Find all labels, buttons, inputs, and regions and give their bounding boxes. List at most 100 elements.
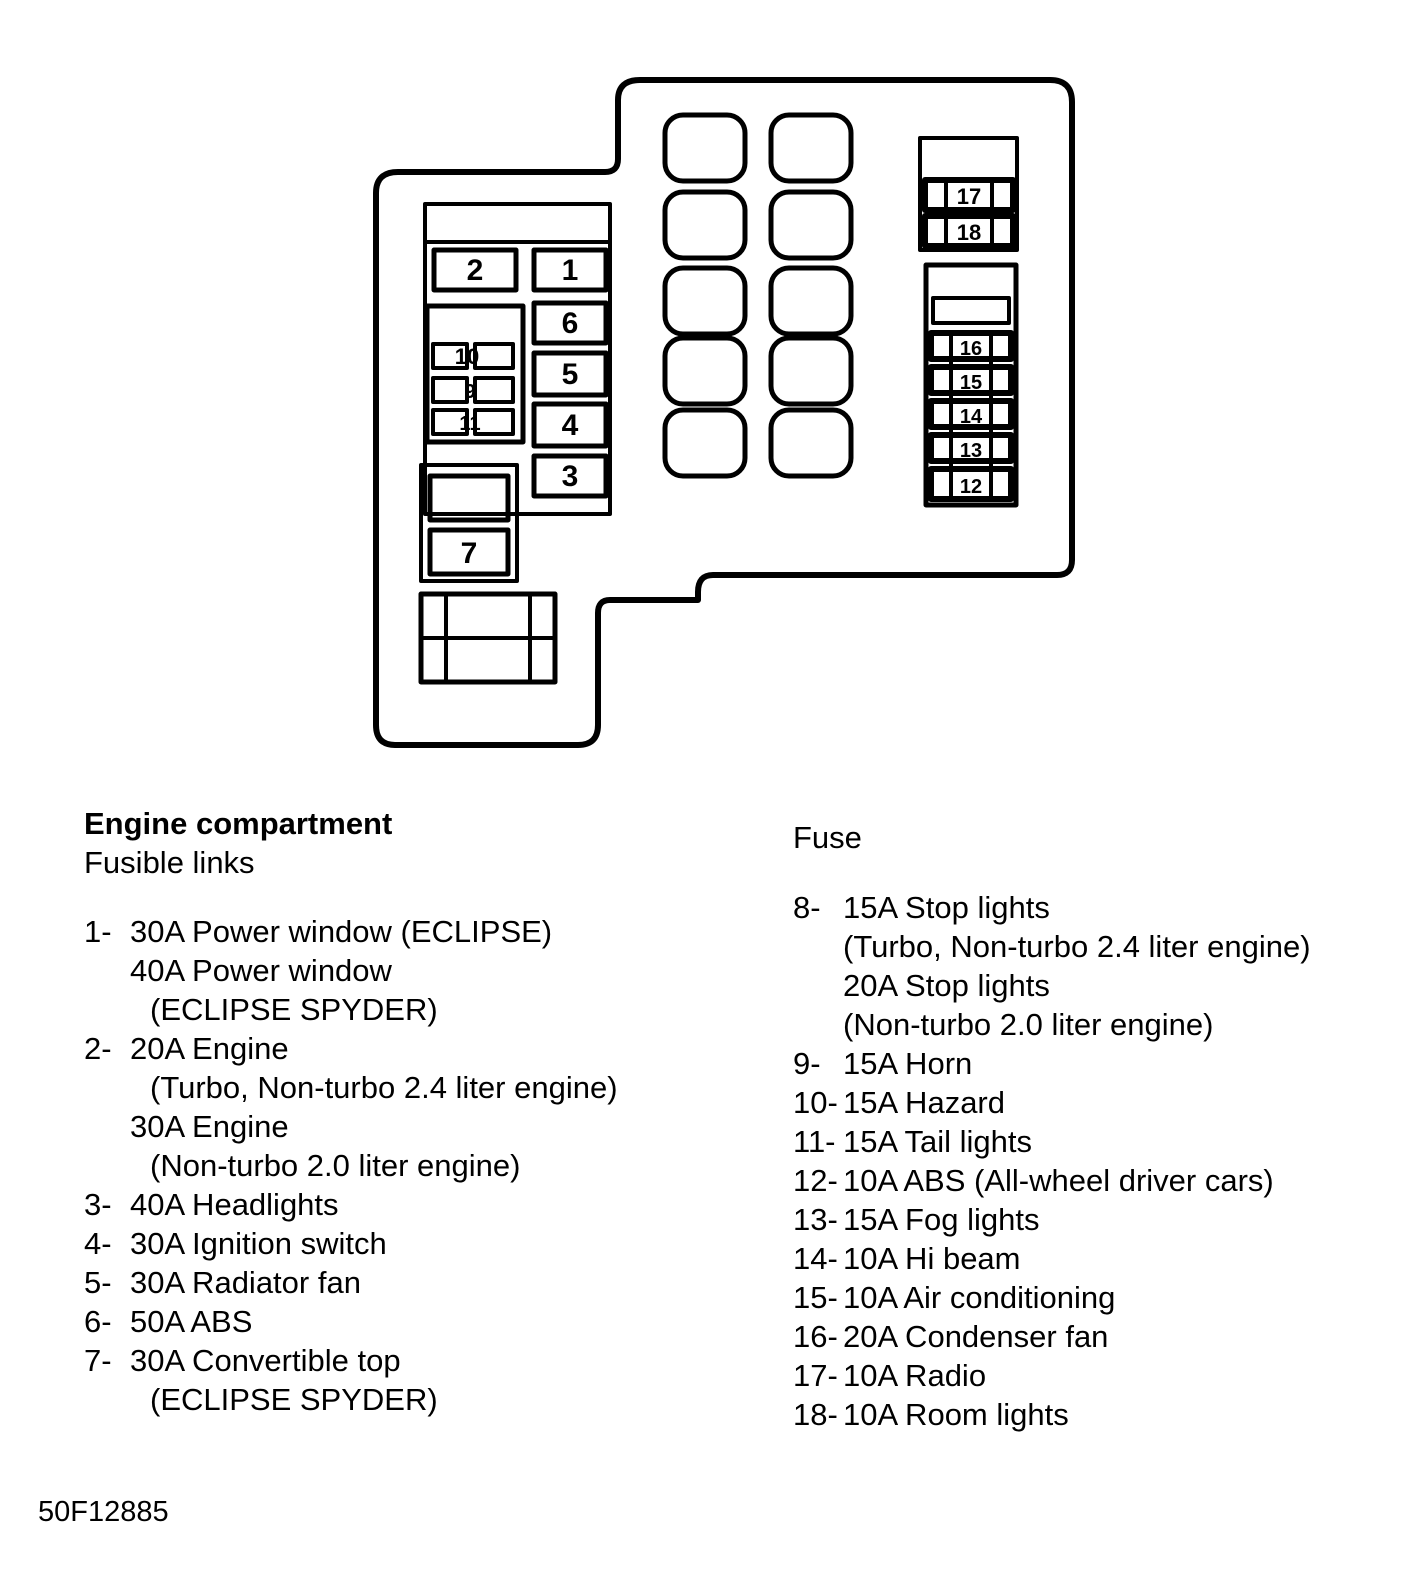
item-line: 20A Engine xyxy=(130,1031,289,1066)
fuse-slot-11 xyxy=(431,408,469,436)
fuse-row-12 xyxy=(928,466,1014,502)
fusible-link-1 xyxy=(531,247,609,293)
item-number: 16- xyxy=(793,1319,838,1354)
item-line: 10A ABS (All-wheel driver cars) xyxy=(843,1163,1274,1198)
fuse-row-15 xyxy=(928,364,1014,396)
fuse-block-lower xyxy=(923,262,1019,508)
item-line: (Non-turbo 2.0 liter engine) xyxy=(150,1148,521,1183)
item-number: 9- xyxy=(793,1046,821,1081)
item-line: 20A Stop lights xyxy=(843,968,1050,1003)
fusible-link-6 xyxy=(531,300,609,346)
item-line: 10A Room lights xyxy=(843,1397,1069,1432)
fuse-label-11: 11 xyxy=(459,413,480,435)
relay-socket xyxy=(662,407,748,479)
item-line: 15A Horn xyxy=(843,1046,973,1081)
relay-socket xyxy=(662,189,748,261)
item-line: 50A ABS xyxy=(130,1304,253,1339)
fuse-box-diagram: 2 1 6 5 4 3 7 10 9 11 17 18 16 15 14 13 … xyxy=(373,77,1075,748)
fuse-label-16: 16 xyxy=(960,338,982,360)
fuse-slot-9b xyxy=(473,376,515,404)
item-number: 7- xyxy=(84,1343,112,1378)
item-line: 10A Radio xyxy=(843,1358,987,1393)
fuse-row-13 xyxy=(928,432,1014,464)
fuse-block-lower-header xyxy=(931,296,1011,325)
item-line: 30A Ignition switch xyxy=(130,1226,387,1261)
item-number: 6- xyxy=(84,1304,112,1339)
fuse-label-12: 12 xyxy=(960,476,982,498)
item-number: 8- xyxy=(793,890,821,925)
fusible-link-3 xyxy=(531,453,609,499)
fuse-label-13: 13 xyxy=(960,440,982,462)
item-number: 13- xyxy=(793,1202,838,1237)
fusible-link-5 xyxy=(531,350,609,398)
relay-socket xyxy=(662,335,748,407)
item-line: (ECLIPSE SPYDER) xyxy=(150,992,438,1027)
lower-link-block xyxy=(419,463,519,583)
fuse-slot-9 xyxy=(431,376,469,404)
relay-socket xyxy=(768,407,854,479)
item-number: 1- xyxy=(84,914,112,949)
fuse-row-16 xyxy=(928,330,1014,362)
item-line: 30A Convertible top xyxy=(130,1343,401,1378)
fuse-box-outline xyxy=(373,77,1075,748)
relay-socket xyxy=(662,265,748,337)
item-line: 15A Stop lights xyxy=(843,890,1050,925)
fuse-label-3: 3 xyxy=(562,460,579,493)
fuse-label-9: 9 xyxy=(464,381,475,403)
item-line: 40A Headlights xyxy=(130,1187,339,1222)
relay-socket xyxy=(768,189,854,261)
item-number: 12- xyxy=(793,1163,838,1198)
item-line: (ECLIPSE SPYDER) xyxy=(150,1382,438,1417)
item-line: 40A Power window xyxy=(130,953,392,988)
fuse-block-upper xyxy=(918,136,1019,252)
item-line: 30A Engine xyxy=(130,1109,289,1144)
item-line: (Turbo, Non-turbo 2.4 liter engine) xyxy=(150,1070,618,1105)
item-line: 15A Tail lights xyxy=(843,1124,1032,1159)
item-line: 30A Power window (ECLIPSE) xyxy=(130,914,553,949)
fusible-link-7 xyxy=(427,527,511,577)
relay-socket xyxy=(768,265,854,337)
fuse-label-2: 2 xyxy=(467,254,484,287)
item-number: 14- xyxy=(793,1241,838,1276)
fusible-link-block-header xyxy=(423,202,612,244)
relay-cluster xyxy=(424,303,526,445)
fuse-label-1: 1 xyxy=(562,254,579,287)
item-number: 15- xyxy=(793,1280,838,1315)
item-line: 10A Air conditioning xyxy=(843,1280,1116,1315)
fuse-label-6: 6 xyxy=(562,307,579,340)
fusible-link-2 xyxy=(431,247,519,293)
item-line: (Turbo, Non-turbo 2.4 liter engine) xyxy=(843,929,1311,964)
item-line: (Non-turbo 2.0 liter engine) xyxy=(843,1007,1214,1042)
fuse-label-7: 7 xyxy=(461,537,478,570)
item-number: 3- xyxy=(84,1187,112,1222)
fuse-row-17 xyxy=(922,177,1016,213)
fusible-links-subheading: Fusible links xyxy=(84,845,255,880)
item-number: 10- xyxy=(793,1085,838,1120)
fuse-label-10: 10 xyxy=(455,344,479,369)
item-number: 17- xyxy=(793,1358,838,1393)
fuse-label-18: 18 xyxy=(957,220,981,245)
item-line: 20A Condenser fan xyxy=(843,1319,1109,1354)
item-line: 15A Hazard xyxy=(843,1085,1005,1120)
engine-compartment-heading: Engine compartment xyxy=(84,806,393,841)
fuse-heading: Fuse xyxy=(793,820,862,855)
fuse-slot-11b xyxy=(473,408,515,436)
fuse-label-14: 14 xyxy=(960,406,983,428)
fuse-label-4: 4 xyxy=(562,409,579,442)
fuse-slot-10 xyxy=(431,342,469,370)
item-line: 15A Fog lights xyxy=(843,1202,1040,1237)
fuse-slot-10b xyxy=(473,342,515,370)
item-number: 11- xyxy=(793,1124,836,1159)
relay-socket xyxy=(768,112,854,184)
fuse-row-18 xyxy=(922,213,1016,249)
item-number: 18- xyxy=(793,1397,838,1432)
fuse-label-5: 5 xyxy=(562,358,579,391)
item-number: 2- xyxy=(84,1031,112,1066)
item-number: 5- xyxy=(84,1265,112,1300)
item-line: 30A Radiator fan xyxy=(130,1265,361,1300)
fuse-label-17: 17 xyxy=(957,184,981,209)
relay-sockets xyxy=(662,112,854,479)
item-line: 10A Hi beam xyxy=(843,1241,1021,1276)
item-number: 4- xyxy=(84,1226,112,1261)
fusible-link-4 xyxy=(531,401,609,449)
